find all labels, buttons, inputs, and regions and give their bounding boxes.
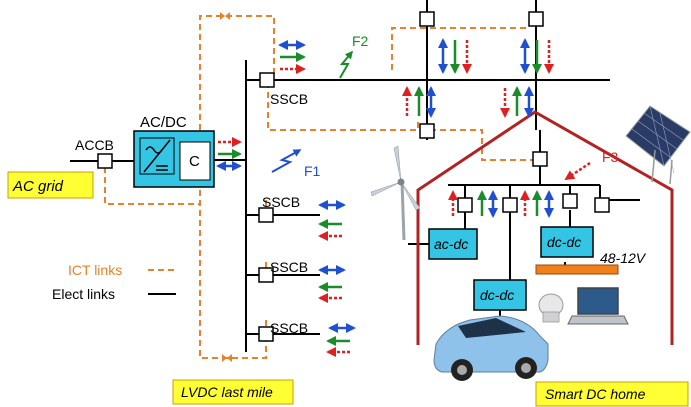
ict-link-top	[199, 15, 275, 140]
breakers	[97, 11, 610, 342]
ict-link-top-right	[391, 27, 528, 70]
sscb-3-label: SSCB	[270, 320, 308, 336]
fault-f2-label: F2	[352, 33, 369, 49]
ict-link-house-main	[267, 82, 419, 131]
dc-dc-mid-label: dc-dc	[480, 287, 514, 303]
legend-elect-label: Elect links	[52, 286, 115, 302]
sscb-2-label: SSCB	[270, 259, 308, 275]
control-label: C	[189, 153, 200, 170]
flow-arrows	[216, 38, 591, 357]
dc-dc-right-label: dc-dc	[547, 234, 581, 250]
wind-turbine-icon	[370, 145, 421, 241]
ac-grid-label: AC grid	[12, 178, 64, 195]
sscb-2-box	[258, 267, 274, 283]
smart-home-outline	[416, 110, 674, 345]
fault-f1-symbol	[271, 149, 302, 173]
sscb-1-label: SSCB	[262, 194, 300, 210]
control-box	[179, 141, 211, 181]
ac-dc-label: ac-dc	[434, 236, 468, 252]
dc-dc-mid-box	[473, 279, 527, 311]
accb-label: ACCB	[75, 137, 114, 153]
ict-links	[104, 15, 540, 359]
ac-dc-box	[428, 228, 478, 260]
ict-link-house-entry	[430, 129, 540, 161]
voltage-label: 48-12V	[600, 250, 647, 266]
smart-dc-home-label: Smart DC home	[545, 386, 646, 402]
dc-dc-right-box	[540, 226, 594, 258]
fault-f2-symbol	[339, 50, 354, 79]
electric-car-icon	[433, 315, 549, 381]
ict-link-bottom	[199, 160, 267, 359]
sscb-3-box	[258, 326, 274, 342]
lamp-icon	[538, 293, 564, 323]
ict-bowtie-top	[220, 12, 230, 20]
sscb-main-label: SSCB	[270, 91, 308, 107]
sscb-1-box	[258, 207, 274, 223]
lvdc-last-mile-label: LVDC last mile	[181, 384, 273, 400]
fault-f1-label: F1	[304, 163, 321, 179]
ict-link-grid	[104, 168, 201, 205]
acdc-symbol	[143, 139, 171, 173]
lvdc-last-mile-box	[172, 379, 294, 405]
acdc-label: AC/DC	[140, 114, 187, 131]
ict-bowtie-bottom	[222, 354, 232, 362]
laptop-icon	[567, 287, 629, 325]
accb-box	[97, 153, 113, 169]
solar-panel-icon	[625, 105, 691, 185]
sscb-main-box	[259, 72, 275, 88]
fault-f3-label: F3	[602, 149, 619, 165]
ac-grid-box	[7, 171, 94, 199]
legend-ict-label: ICT links	[68, 262, 122, 278]
smart-dc-home-box	[535, 381, 689, 407]
low-voltage-bus	[535, 264, 619, 275]
